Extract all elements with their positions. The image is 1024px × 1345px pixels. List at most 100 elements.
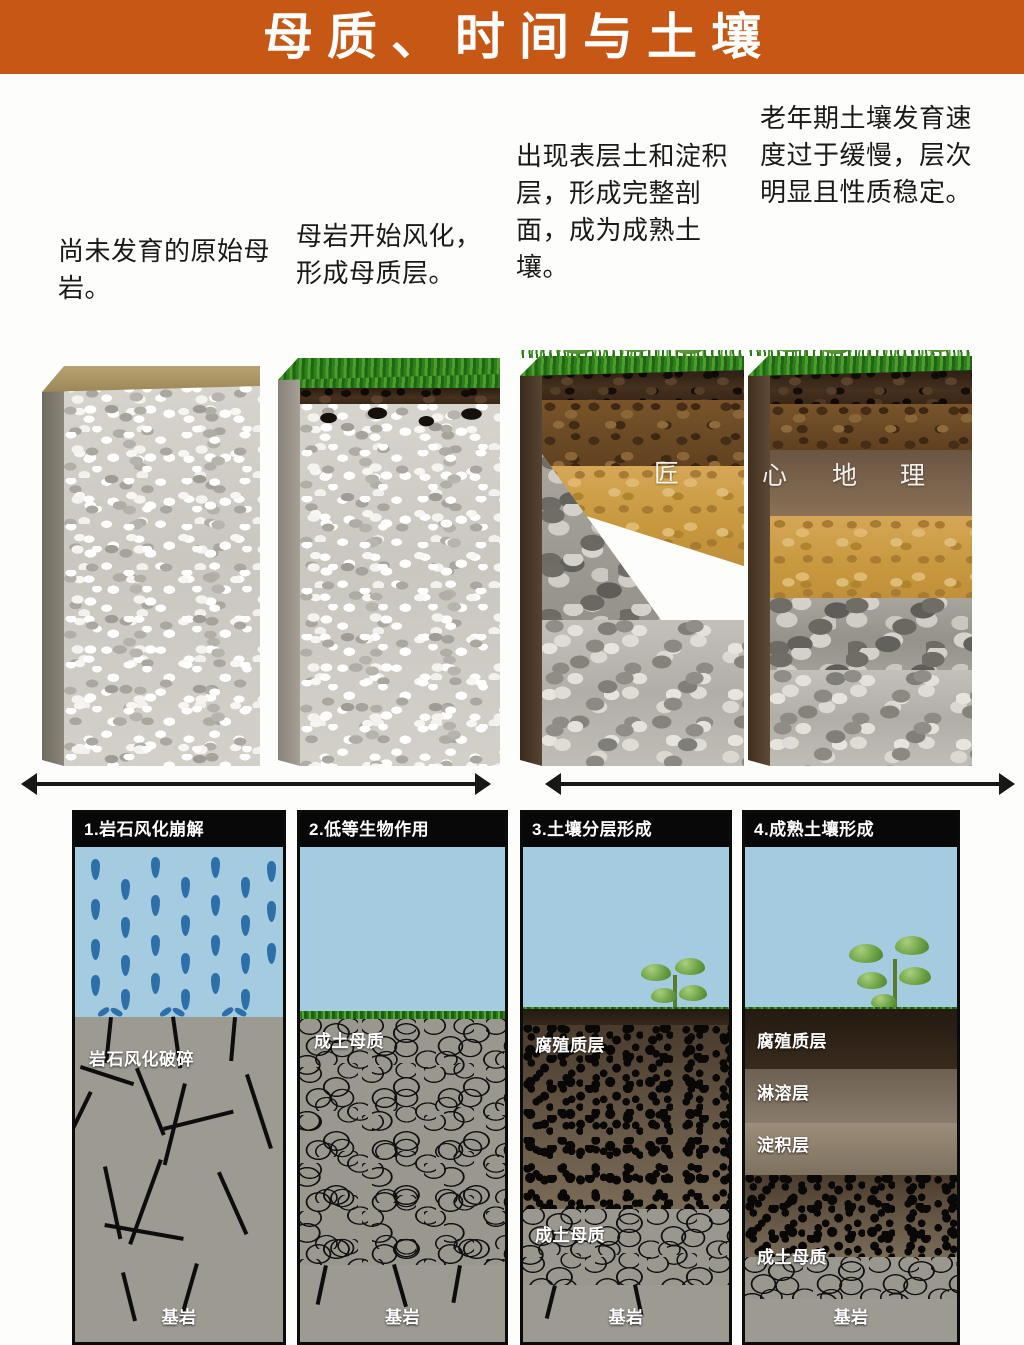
seedling-leaf (675, 958, 705, 975)
seedling-leaf (857, 972, 887, 989)
watermark-char-1: 匠 (654, 461, 682, 488)
process-panel-4-illuvial-body (745, 1123, 957, 1177)
arrow-stage-1-2 (36, 782, 476, 786)
raindrop-icon (121, 917, 130, 938)
process-panel-2: 2.低等生物作用 成土母质 基岩 (297, 810, 508, 1345)
block-4-shrub-a (768, 350, 812, 352)
process-panel-4-sky (745, 847, 957, 1015)
process-panel-4-label-humus: 腐殖质层 (757, 1032, 827, 1051)
seedling-leaf (679, 985, 707, 1001)
raindrop-icon (121, 955, 130, 976)
page-header: 母质、时间与土壤 (0, 0, 1024, 74)
raindrop-icon (241, 953, 250, 974)
process-panel-3: 3.土壤分层形成 腐殖质层 成土母质 基岩 (520, 810, 732, 1345)
raindrop-icon (181, 877, 190, 898)
water-splash-icon (96, 1001, 124, 1018)
block-3-topsoil-layer (542, 400, 744, 470)
process-panel-3-sky (523, 847, 729, 1015)
block-4-eluvial-layer (770, 404, 972, 450)
block-4-shrub-c (916, 350, 960, 352)
process-panel-2-bedrock-body (300, 1263, 505, 1342)
rock-crack (75, 1091, 93, 1153)
block-3-shrub-c (670, 350, 708, 354)
block-1-side-face (42, 388, 64, 766)
block-3-grass-fringe (520, 350, 744, 358)
block-1-bedrock-layer (64, 386, 260, 766)
block-3-grass-top-face (520, 356, 744, 376)
stage-caption-1: 尚未发育的原始母岩。 (58, 233, 273, 307)
soil-block-stage-2 (278, 358, 500, 766)
seedling-leaf (871, 994, 897, 1009)
process-panel-1-label-bedrock: 基岩 (161, 1308, 197, 1327)
watermark-char-2: 心 (762, 463, 790, 490)
rock-crack (315, 1265, 328, 1305)
page-title: 母质、时间与土壤 (263, 9, 775, 65)
seedling-leaf (641, 964, 671, 981)
process-panel-1-rock-body (75, 1016, 283, 1342)
block-4-transition-layer (770, 450, 972, 516)
stage-caption-2: 母岩开始风化，形成母质层。 (296, 218, 501, 292)
stage-caption-3-text: 出现表层土和淀积层，形成完整剖面，成为成熟土壤。 (516, 141, 729, 282)
raindrop-icon (151, 935, 160, 956)
block-3-bedrock-layer (542, 620, 744, 766)
block-4-parent-material-layer (770, 598, 972, 674)
process-panel-4-humus-body (745, 1009, 957, 1071)
process-panel-3-label-humus: 腐殖质层 (535, 1036, 605, 1055)
raindrop-icon (211, 935, 220, 956)
process-panel-2-title: 2.低等生物作用 (300, 813, 505, 847)
seedling-leaf (899, 967, 931, 985)
process-panel-3-bedrock-body (523, 1284, 729, 1342)
block-3-side-face (520, 372, 542, 766)
block-4-grass-top-face (748, 356, 972, 376)
process-panel-4-bedrock-body (745, 1299, 957, 1342)
soil-block-stage-1 (42, 366, 260, 766)
block-4-profile (770, 370, 972, 766)
rock-crack (229, 1017, 237, 1062)
process-panel-4: 4.成熟土壤形成 腐殖质层 淋溶层 淀积层 成土母质 基岩 (742, 810, 960, 1345)
stage-arrow-row (0, 770, 1024, 804)
block-3-humus-layer (542, 370, 744, 400)
raindrop-icon (211, 895, 220, 916)
block-4-side-face (748, 372, 770, 766)
raindrop-icon (121, 879, 130, 900)
raindrop-icon (181, 915, 190, 936)
arrow-stage-3-4 (560, 782, 1000, 786)
water-splash-icon (220, 1001, 248, 1018)
block-2-profile (300, 374, 500, 766)
raindrop-icon (151, 973, 160, 994)
process-panel-4-label-parent-material: 成土母质 (757, 1248, 827, 1267)
raindrop-icon (151, 895, 160, 916)
block-2-grass-top-face (278, 358, 500, 380)
block-2-thin-soil-layer (300, 388, 500, 404)
raindrop-icon (267, 901, 276, 922)
raindrop-icon (211, 857, 220, 878)
block-4-bedrock-layer (770, 670, 972, 766)
process-panel-3-surface-line (523, 1009, 729, 1029)
stage-caption-4-text: 老年期土壤发育速度过于缓慢，层次明显且性质稳定。 (760, 103, 973, 207)
watermark-char-3: 地 (832, 463, 860, 490)
soil-block-stage-4: 心 地 理 (748, 350, 972, 766)
stage-caption-1-text: 尚未发育的原始母岩。 (58, 236, 271, 303)
stage-caption-3: 出现表层土和淀积层，形成完整剖面，成为成熟土壤。 (516, 138, 741, 286)
block-4-shrub-b (818, 350, 854, 354)
block-4-grass-fringe (748, 350, 972, 356)
block-4-illuvial-layer (770, 516, 972, 604)
process-panel-1: 1.岩石风化崩解 (72, 810, 286, 1345)
rock-crack (392, 1263, 408, 1308)
rock-crack (245, 1073, 273, 1150)
stage-caption-2-text: 母岩开始风化，形成母质层。 (296, 221, 482, 288)
soil-block-stage-3: 匠 (520, 350, 744, 766)
process-panel-4-eluvial-body (745, 1069, 957, 1125)
block-3-shrub-a (558, 350, 598, 354)
seedling-stem (893, 959, 897, 1015)
block-1-profile (64, 386, 260, 766)
process-panel-3-label-parent-material: 成土母质 (535, 1226, 605, 1245)
block-2-root-channels (306, 402, 494, 442)
rock-crack (135, 1067, 166, 1136)
raindrop-icon (241, 915, 250, 936)
process-panel-4-title: 4.成熟土壤形成 (745, 813, 957, 847)
block-3-shrub-b (612, 350, 660, 352)
seedling-leaf (849, 944, 883, 963)
raindrop-icon (267, 861, 276, 882)
